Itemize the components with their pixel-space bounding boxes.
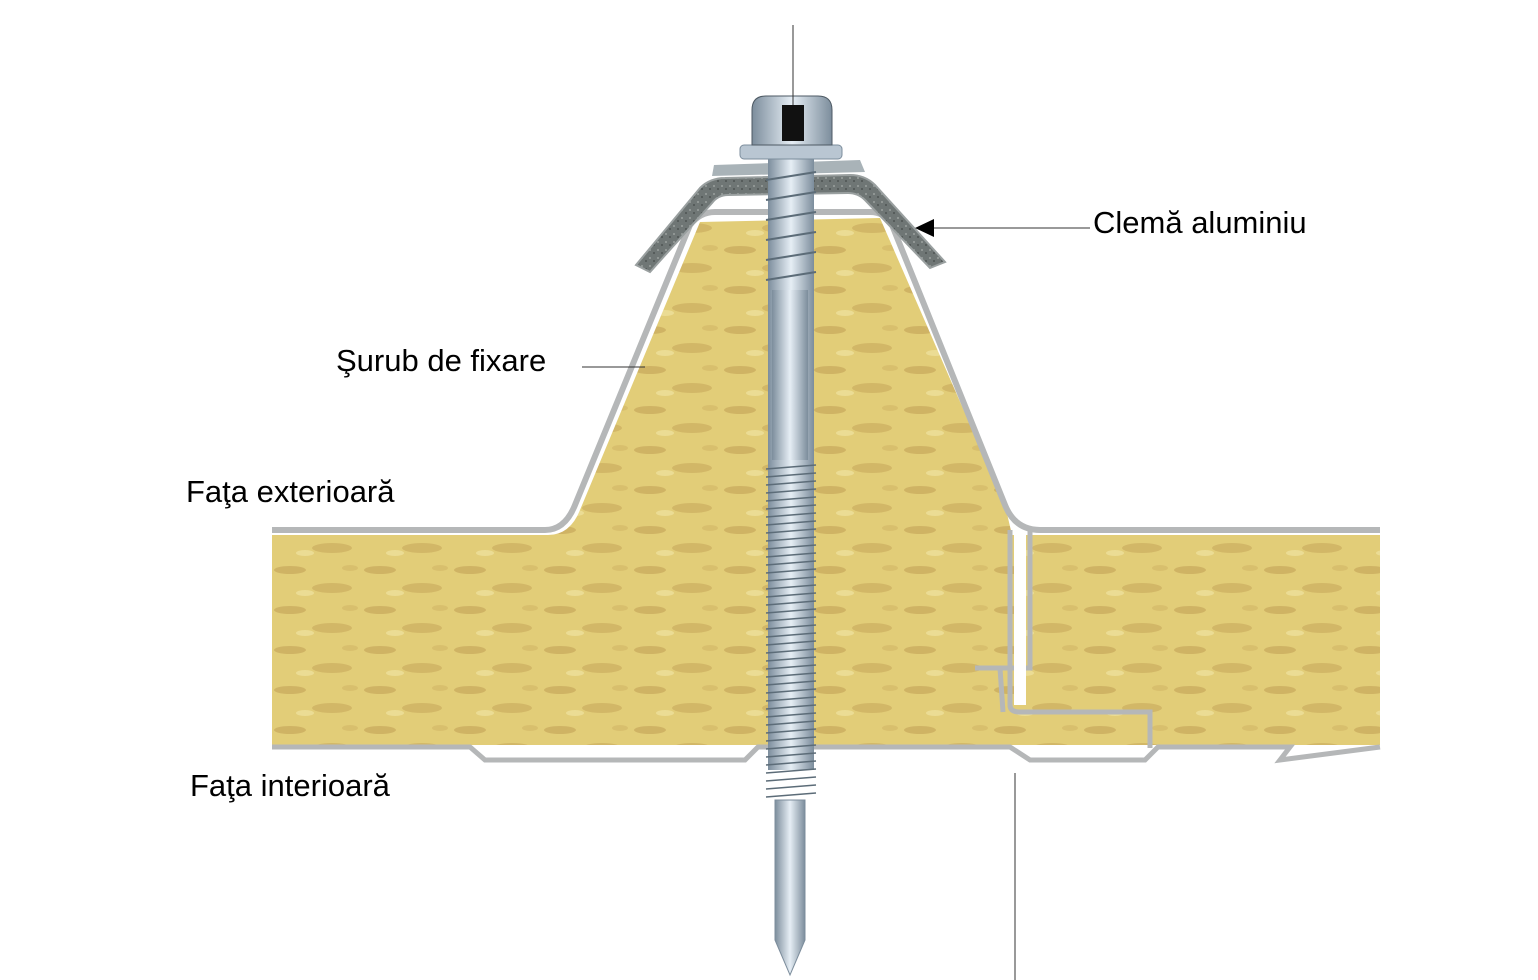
label-clip: Clemă aluminiu: [1093, 205, 1307, 240]
foam-core: [272, 218, 1380, 745]
inner-skin: [272, 744, 1381, 764]
fixing-screw: [739, 95, 843, 977]
arrow-icon: [915, 219, 934, 237]
label-inner-face: Faţa interioară: [190, 768, 390, 803]
panel-joint: [975, 530, 1153, 748]
label-screw: Şurub de fixare: [336, 343, 547, 378]
label-outer-face: Faţa exterioară: [186, 474, 395, 509]
aluminium-clip: [634, 173, 947, 274]
